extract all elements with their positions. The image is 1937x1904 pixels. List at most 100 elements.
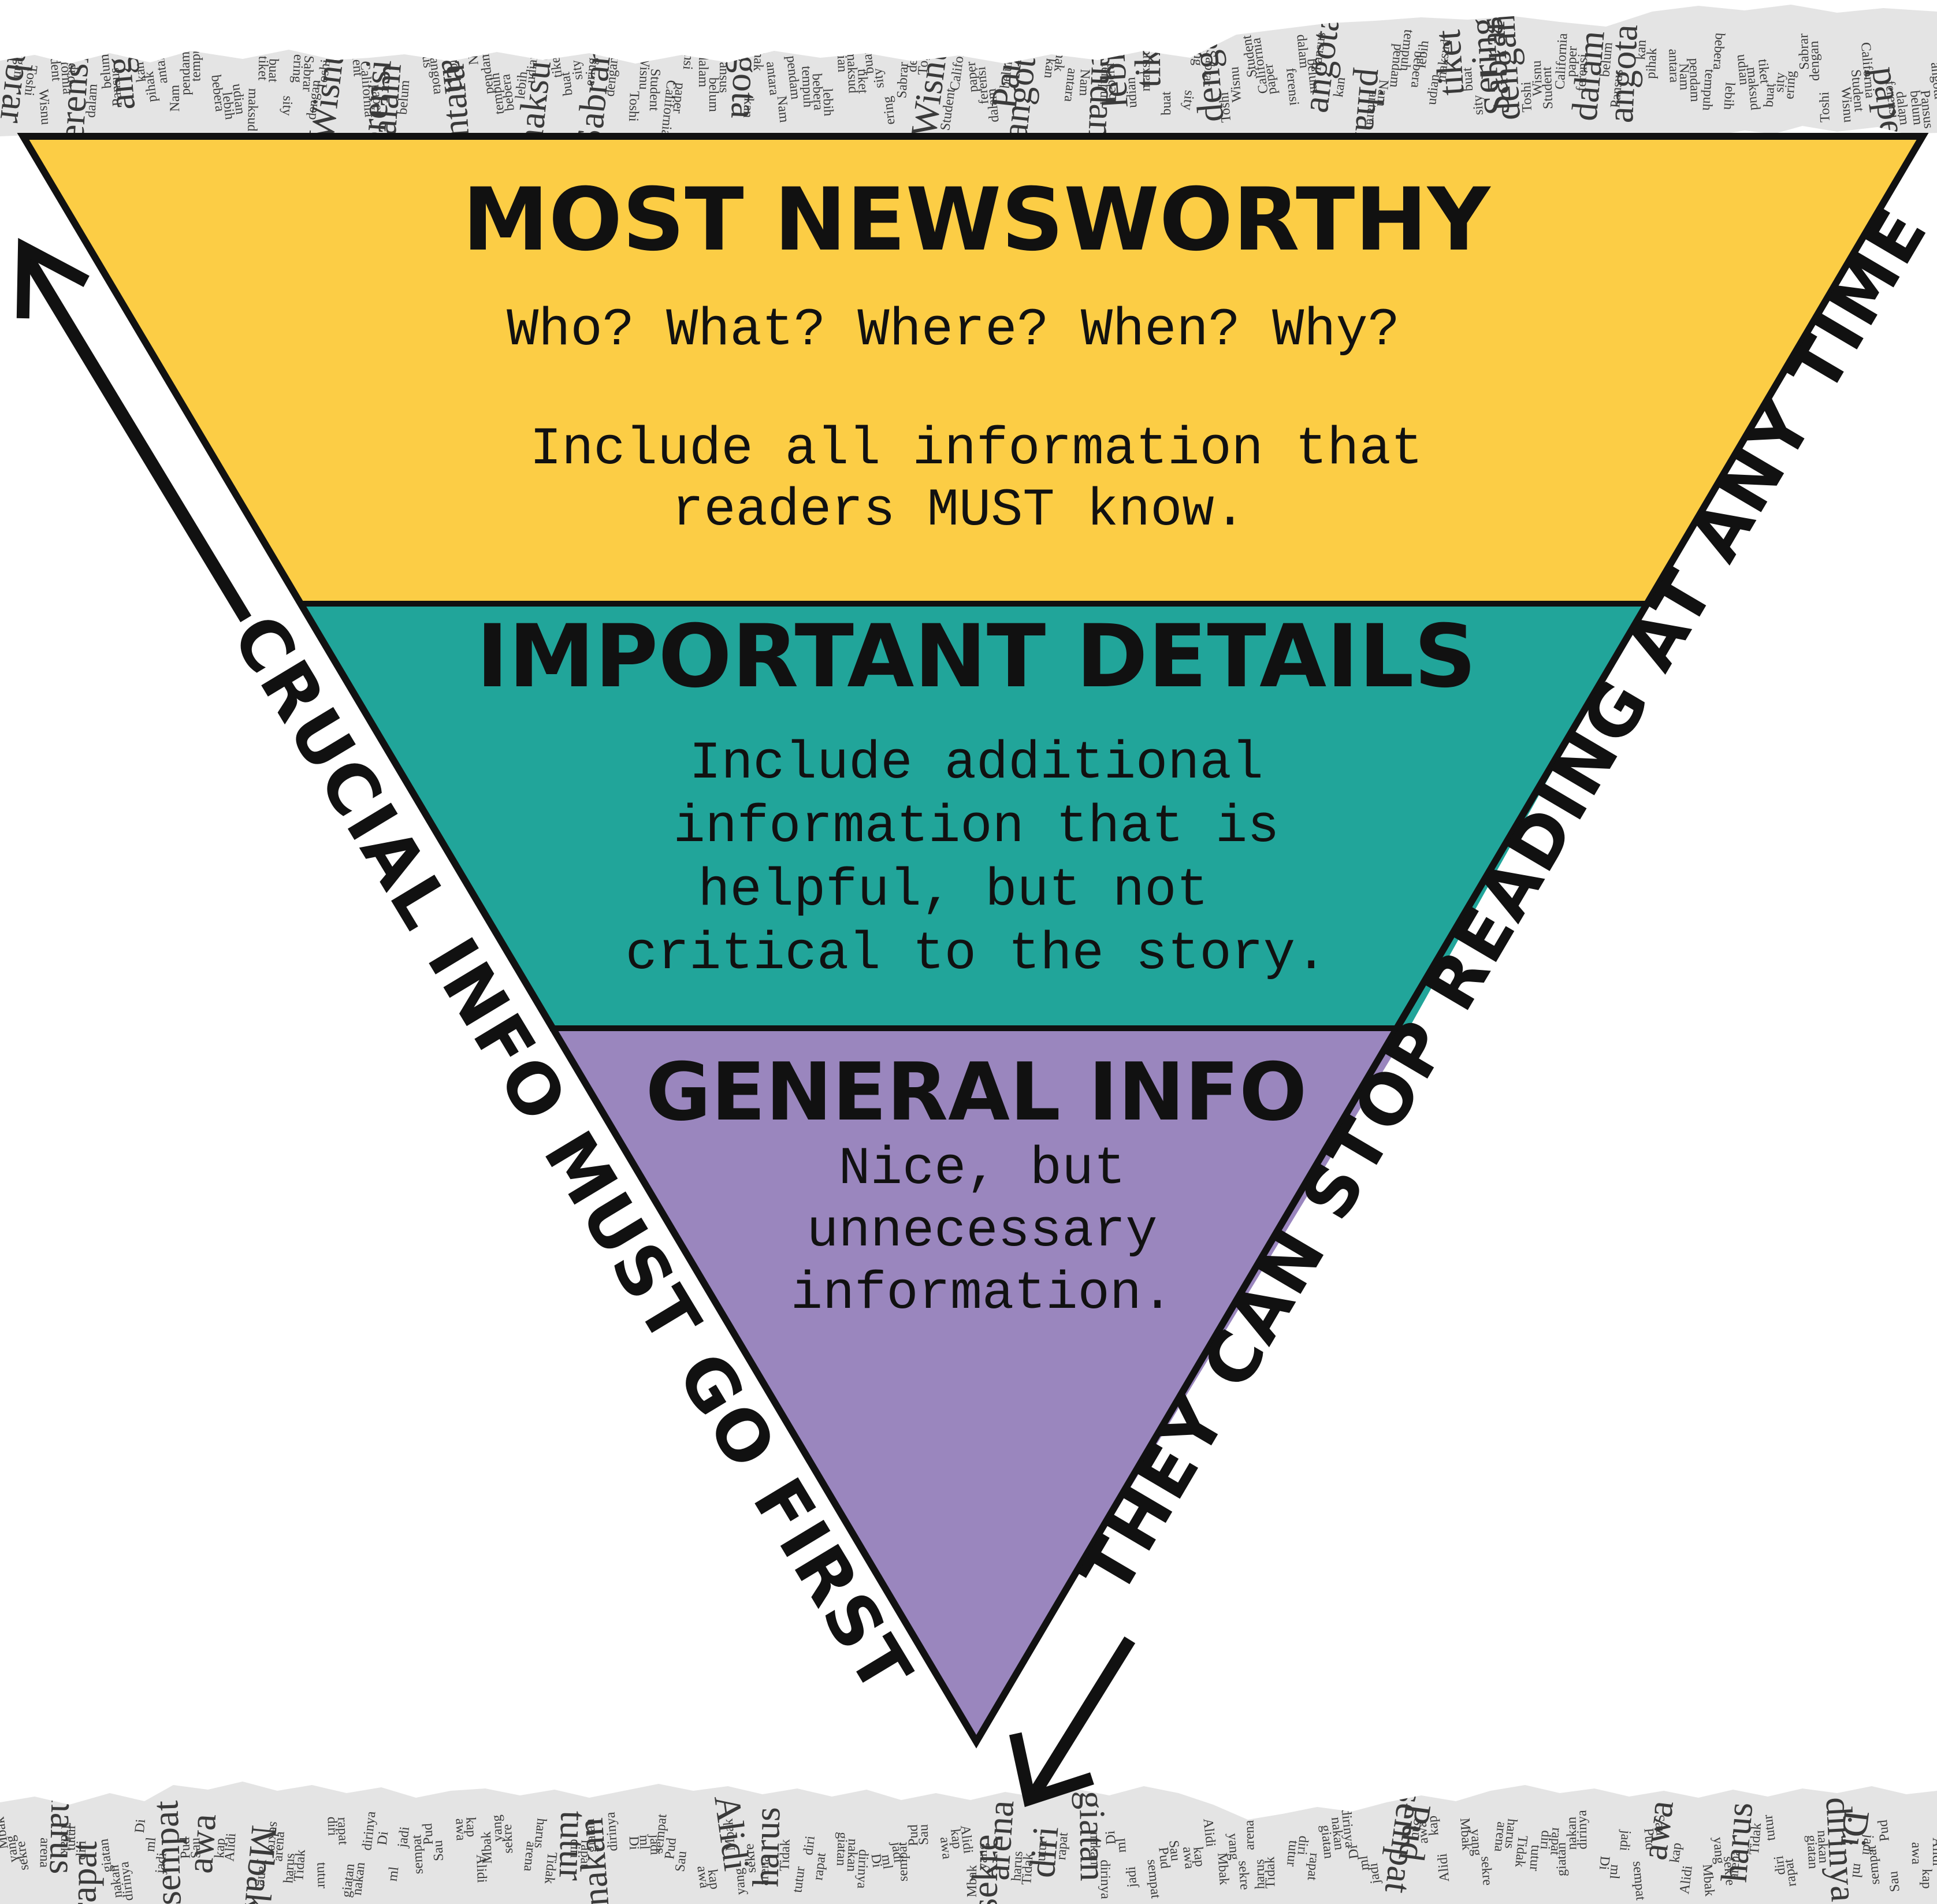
newspaper-word: nakan bbox=[1564, 1817, 1580, 1850]
newspaper-word: Pud bbox=[1641, 1828, 1657, 1851]
newspaper-word: Toshi bbox=[315, 58, 333, 91]
newspaper-word: sity bbox=[568, 59, 586, 81]
newspaper-word: giatan bbox=[1072, 1791, 1114, 1881]
newspaper-word: Alidi bbox=[473, 1854, 489, 1884]
newspaper-word: sity bbox=[279, 95, 295, 116]
newspaper-word: antara bbox=[1665, 49, 1682, 83]
newspaper-word: Nam bbox=[1374, 79, 1391, 107]
newspaper-word: Mbak bbox=[965, 1865, 980, 1897]
newspaper-word: udian bbox=[1734, 54, 1752, 85]
newspaper-word: Di bbox=[132, 1819, 148, 1834]
newspaper-word: tempuh bbox=[1700, 69, 1717, 111]
newspaper-word: Di bbox=[868, 1853, 884, 1869]
newspaper-word: nakan bbox=[570, 1817, 617, 1904]
tier-3-line: unnecessary bbox=[806, 1201, 1157, 1262]
newspaper-word: buat bbox=[1761, 83, 1778, 107]
newspaper-word: jadi bbox=[646, 1834, 662, 1855]
newspaper-word: Sau bbox=[1886, 1870, 1903, 1892]
newspaper-word: dengan bbox=[1806, 40, 1823, 81]
newspaper-word: sempat bbox=[1630, 1861, 1648, 1901]
newspaper-word: Pansus bbox=[1608, 69, 1626, 109]
newspaper-word: lebih bbox=[1414, 40, 1432, 69]
newspaper-word: arena bbox=[976, 1799, 1022, 1881]
newspaper-word: diri bbox=[1021, 1825, 1066, 1879]
newspaper-word: kap bbox=[1425, 1815, 1442, 1836]
newspaper-word: buat bbox=[557, 71, 575, 97]
newspaper-word: angota bbox=[1600, 23, 1645, 124]
newspaper-word: Pud bbox=[1875, 1819, 1893, 1842]
newspaper-word: yang bbox=[254, 1859, 272, 1887]
newspaper-word: dalam bbox=[984, 88, 1002, 123]
newspaper-word: diri bbox=[1771, 1854, 1789, 1876]
newspaper-word: ering bbox=[880, 95, 898, 125]
newspaper-word: Wisnu bbox=[1529, 60, 1545, 96]
newspaper-word: Sau bbox=[430, 1840, 447, 1861]
tier-1-line: readers MUST know. bbox=[672, 480, 1246, 541]
newspaper-word: Toshi bbox=[1817, 91, 1832, 122]
newspaper-word: Student bbox=[1540, 66, 1556, 110]
newspaper-word: sekre bbox=[500, 1824, 516, 1854]
newspaper-word: Wisnu bbox=[36, 89, 54, 125]
newspaper-word: Nam bbox=[168, 84, 183, 111]
newspaper-word: yang bbox=[1467, 1828, 1484, 1856]
newspaper-word: tempuh bbox=[1096, 63, 1113, 105]
newspaper-word: Tidak bbox=[1512, 1835, 1530, 1868]
newspaper-word: ferensi bbox=[1283, 67, 1302, 106]
newspaper-word: nakan bbox=[844, 1838, 861, 1872]
newspaper-word: Alidi bbox=[222, 1832, 239, 1862]
newspaper-word: Pud bbox=[420, 1823, 436, 1846]
newspaper-word: harus bbox=[281, 1853, 298, 1884]
newspaper-scrap-bottom-paper bbox=[0, 1782, 1937, 1904]
tier-general-info bbox=[550, 1028, 1409, 1742]
newspaper-word: harus bbox=[1009, 1851, 1025, 1882]
newspaper-word: ml bbox=[143, 1836, 159, 1853]
newspaper-word: jadi bbox=[1616, 1829, 1633, 1852]
newspaper-word: ml bbox=[1849, 1862, 1866, 1879]
newspaper-word: maksud bbox=[244, 88, 261, 132]
newspaper-word: awa bbox=[937, 1836, 954, 1860]
newspaper-word: Sau bbox=[1166, 1839, 1183, 1862]
newspaper-word: ml bbox=[385, 1865, 402, 1882]
newspaper-word: yang bbox=[1710, 1836, 1727, 1865]
newspaper-word: kap bbox=[1919, 1869, 1934, 1889]
arrow-down-left-icon bbox=[1009, 1636, 1136, 1808]
newspaper-word: Mbak bbox=[721, 1818, 739, 1851]
newspaper-word: Tidak bbox=[777, 1839, 793, 1872]
newspaper-word: sekre bbox=[1478, 1855, 1494, 1886]
tier-3-line: Nice, but bbox=[839, 1139, 1126, 1199]
newspaper-word: dalam bbox=[1563, 29, 1612, 122]
newspaper-word: tiket bbox=[255, 56, 270, 81]
newspaper-word: kap bbox=[705, 1868, 723, 1890]
newspaper-word: tutur bbox=[551, 1810, 594, 1881]
newspaper-word: sekre bbox=[1720, 1855, 1738, 1886]
newspaper-word: rapat bbox=[577, 1840, 593, 1868]
newspaper-word: pihak bbox=[1644, 47, 1660, 79]
newspaper-word: awa bbox=[1633, 1798, 1681, 1862]
newspaper-word: kan bbox=[1633, 39, 1649, 60]
newspaper-word: California bbox=[1553, 33, 1571, 90]
newspaper-word: Sabrar bbox=[299, 55, 316, 92]
tier-3-line: information. bbox=[791, 1263, 1174, 1324]
newspaper-word: pendam bbox=[1686, 58, 1702, 102]
newspaper-word: ering bbox=[289, 54, 306, 83]
newspaper-word: kan bbox=[1041, 58, 1058, 79]
newspaper-word: giatan bbox=[1318, 1824, 1336, 1860]
newspaper-word: yang bbox=[731, 1868, 749, 1896]
newspaper-word: harus bbox=[1252, 1859, 1267, 1889]
tier-2-line: information that is bbox=[674, 797, 1280, 857]
newspaper-word: lebih bbox=[1720, 81, 1737, 110]
newspaper-word: sekre bbox=[742, 1843, 759, 1873]
newspaper-word: Nam bbox=[1676, 63, 1691, 91]
tier-3-heading: GENERAL INFO bbox=[646, 1046, 1307, 1139]
newspaper-word: kap bbox=[463, 1817, 478, 1838]
newspaper-word: Sau bbox=[916, 1824, 932, 1846]
newspaper-word: yang bbox=[1225, 1832, 1241, 1860]
newspaper-word: arena bbox=[36, 1838, 52, 1868]
newspaper-word: buat bbox=[265, 58, 281, 83]
newspaper-word: udian bbox=[1123, 77, 1140, 109]
newspaper-word: sekre bbox=[1235, 1860, 1252, 1890]
newspaper-word: harus bbox=[531, 1817, 549, 1849]
newspaper-word: rapat bbox=[1547, 1827, 1564, 1856]
newspaper-word: belum bbox=[706, 77, 721, 112]
newspaper-word: Tidak bbox=[1262, 1857, 1278, 1889]
